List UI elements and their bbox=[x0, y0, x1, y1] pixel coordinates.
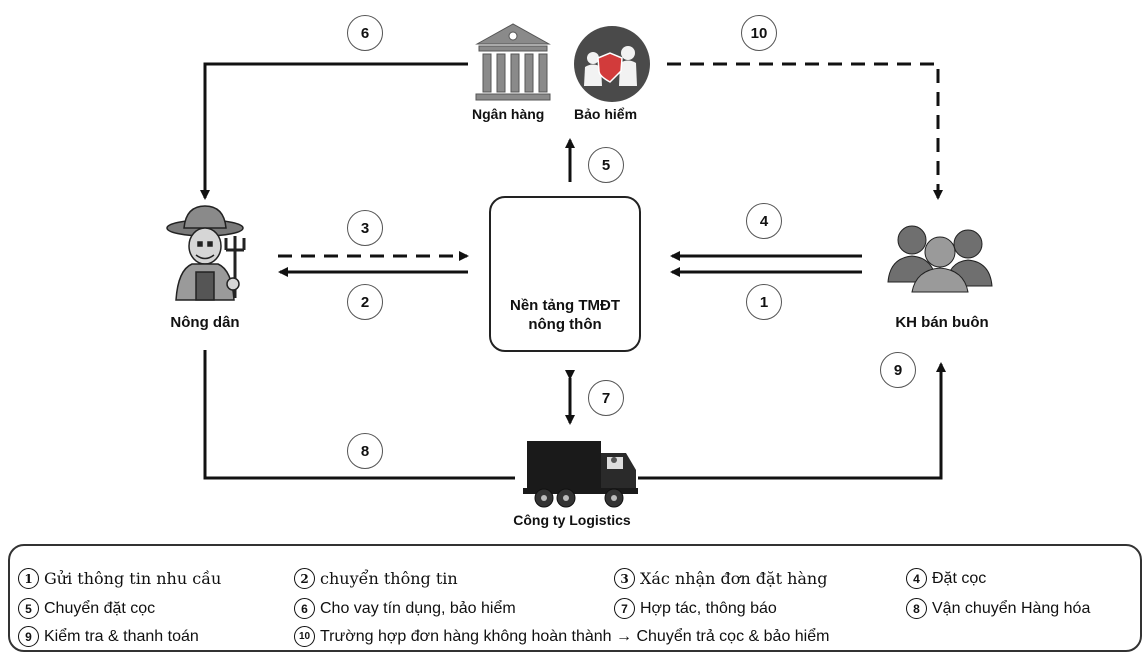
step-badge-9: 9 bbox=[880, 352, 916, 388]
step-badge-2: 2 bbox=[347, 284, 383, 320]
legend-num-7: 7 bbox=[614, 598, 635, 619]
legend-num-2: 2 bbox=[294, 568, 315, 589]
legend-item-3: 3 Xác nhận đơn đặt hàng bbox=[614, 568, 827, 589]
arrow-9 bbox=[638, 362, 946, 480]
step-badge-1: 1 bbox=[746, 284, 782, 320]
legend-text-7: Hợp tác, thông báo bbox=[640, 599, 777, 617]
legend-item-2: 2 chuyển thông tin bbox=[294, 568, 458, 589]
legend-num-8: 8 bbox=[906, 598, 927, 619]
legend-text-3: Xác nhận đơn đặt hàng bbox=[640, 569, 828, 588]
legend-item-8: 8 Vận chuyển Hàng hóa bbox=[906, 598, 1090, 619]
wholesale-customers-icon bbox=[887, 225, 993, 293]
arrow-8 bbox=[203, 350, 515, 480]
step-badge-8: 8 bbox=[347, 433, 383, 469]
legend-text-6: Cho vay tín dụng, bảo hiểm bbox=[320, 599, 516, 617]
truck-icon bbox=[523, 441, 638, 508]
legend-item-4: 4 Đặt cọc bbox=[906, 568, 986, 589]
bank-icon bbox=[475, 23, 551, 101]
step-badge-6: 6 bbox=[347, 15, 383, 51]
platform-label-line1: Nền tảng TMĐT bbox=[510, 297, 620, 314]
legend-text-4: Đặt cọc bbox=[932, 569, 987, 587]
step-badge-10: 10 bbox=[741, 15, 777, 51]
step-badge-7: 7 bbox=[588, 380, 624, 416]
platform-label-line2: nông thôn bbox=[528, 316, 602, 333]
arrow-10 bbox=[667, 62, 943, 200]
legend-text-1: Gửi thông tin nhu cầu bbox=[44, 569, 222, 588]
bank-label: Ngân hàng bbox=[472, 106, 545, 122]
step-badge-5: 5 bbox=[588, 147, 624, 183]
legend-item-5: 5 Chuyển đặt cọc bbox=[18, 598, 155, 619]
platform-label: Nền tảng TMĐT nông thôn bbox=[491, 296, 639, 334]
legend-num-10: 10 bbox=[294, 626, 315, 647]
step-badge-3: 3 bbox=[347, 210, 383, 246]
legend-item-9: 9 Kiểm tra & thanh toán bbox=[18, 626, 199, 647]
legend-text-9: Kiểm tra & thanh toán bbox=[44, 627, 199, 645]
legend-num-5: 5 bbox=[18, 598, 39, 619]
legend-num-4: 4 bbox=[906, 568, 927, 589]
farmer-icon bbox=[166, 205, 246, 301]
legend-box: 1 Gửi thông tin nhu cầu 2 chuyển thông t… bbox=[8, 544, 1142, 652]
logistics-label: Công ty Logistics bbox=[513, 512, 631, 528]
legend-text-2: chuyển thông tin bbox=[320, 569, 458, 588]
legend-num-9: 9 bbox=[18, 626, 39, 647]
farmer-label: Nông dân bbox=[170, 314, 240, 331]
legend-item-10: 10 Trường hợp đơn hàng không hoàn thành … bbox=[294, 626, 829, 647]
legend-item-7: 7 Hợp tác, thông báo bbox=[614, 598, 777, 619]
arrow-6 bbox=[200, 62, 468, 200]
legend-item-1: 1 Gửi thông tin nhu cầu bbox=[18, 568, 221, 589]
legend-num-3: 3 bbox=[614, 568, 635, 589]
legend-text-5: Chuyển đặt cọc bbox=[44, 599, 156, 617]
platform-box: Nền tảng TMĐT nông thôn bbox=[489, 196, 641, 352]
legend-text-8: Vận chuyển Hàng hóa bbox=[932, 599, 1091, 617]
legend-item-6: 6 Cho vay tín dụng, bảo hiểm bbox=[294, 598, 516, 619]
step-badge-4: 4 bbox=[746, 203, 782, 239]
insurance-label: Bảo hiểm bbox=[574, 106, 638, 122]
wholesale-label: KH bán buôn bbox=[895, 314, 989, 331]
legend-text-10: Trường hợp đơn hàng không hoàn thành → C… bbox=[320, 627, 830, 645]
insurance-icon bbox=[574, 26, 650, 102]
legend-num-6: 6 bbox=[294, 598, 315, 619]
legend-num-1: 1 bbox=[18, 568, 39, 589]
